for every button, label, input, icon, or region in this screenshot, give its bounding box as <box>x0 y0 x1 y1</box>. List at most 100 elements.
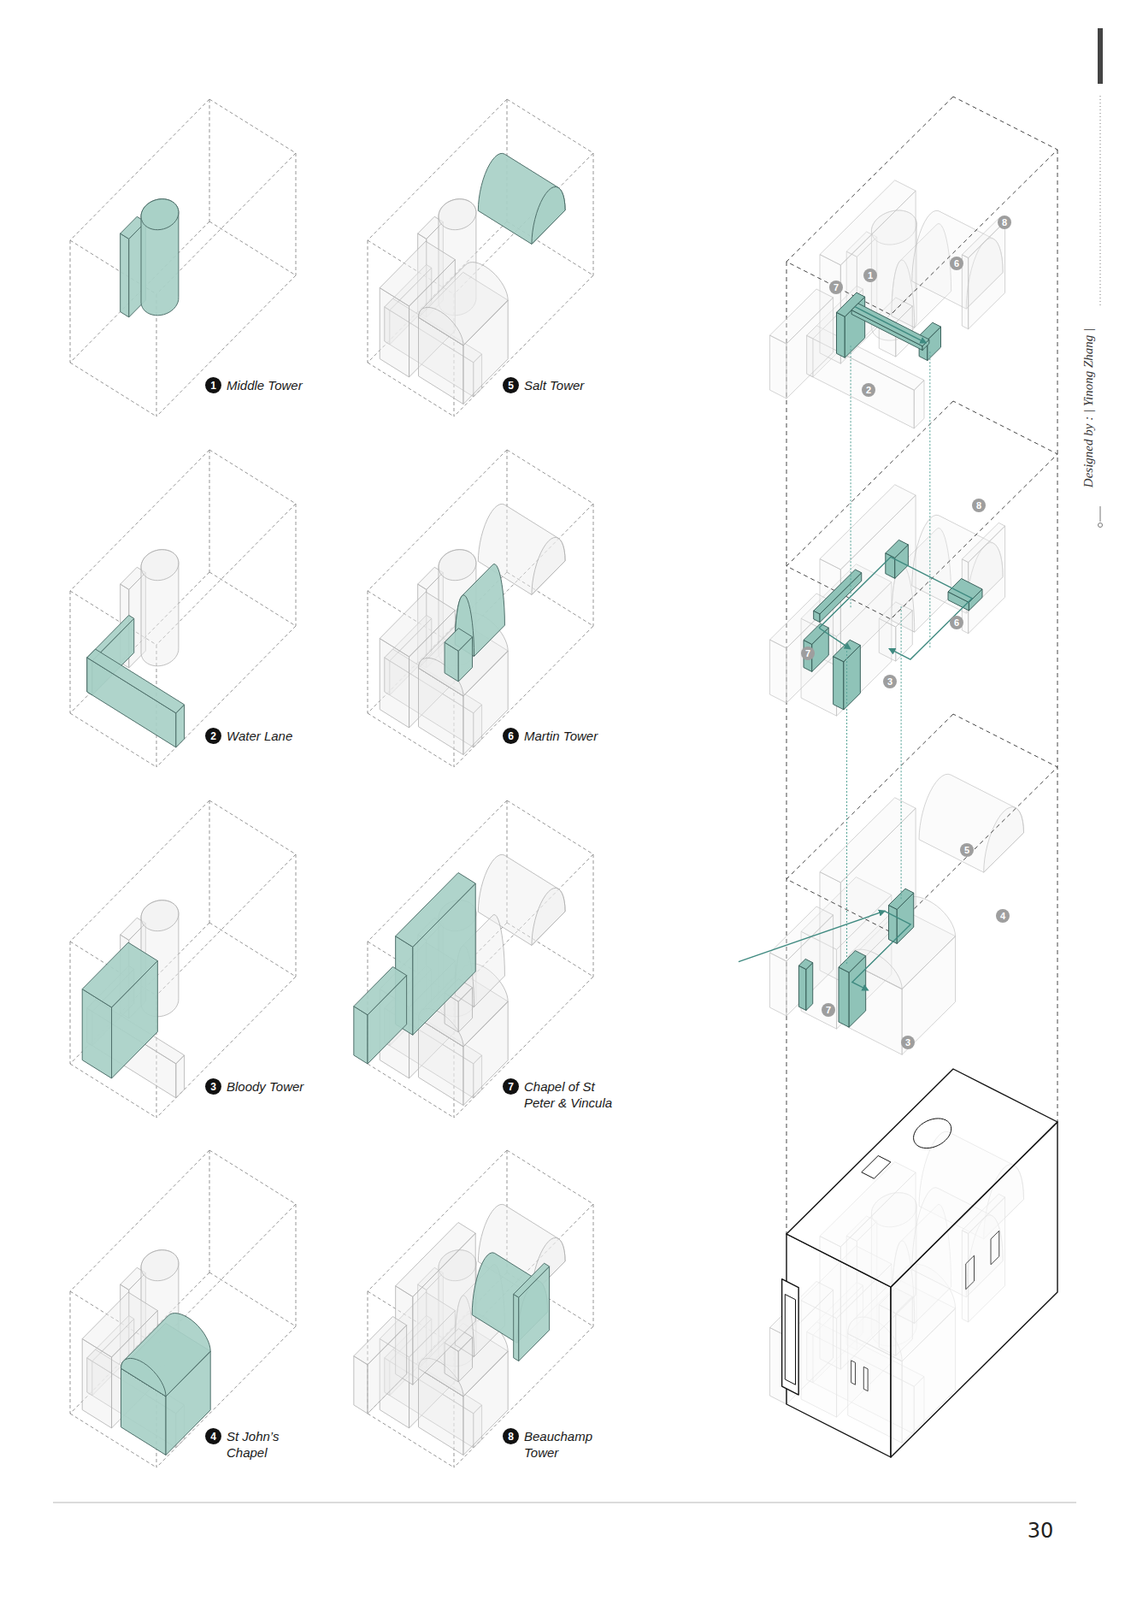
massing <box>983 807 1025 872</box>
isometric-panel <box>70 449 296 767</box>
part-name: St John’s Chapel <box>226 1427 300 1461</box>
floor-layer <box>738 713 1058 1055</box>
floor-layer <box>769 96 1058 429</box>
massing <box>838 966 849 1027</box>
massing <box>141 199 179 230</box>
circulation-route <box>818 627 850 648</box>
massing <box>87 648 185 713</box>
layer-plane <box>786 400 1058 619</box>
callout-number: 7 <box>821 1002 836 1017</box>
isometric-panel <box>367 99 594 417</box>
callout-number: 5 <box>502 377 519 394</box>
floor-layer <box>769 400 1058 716</box>
bounding-box <box>209 99 296 154</box>
part-name: Salt Tower <box>524 377 653 394</box>
callout-number: 7 <box>801 646 815 660</box>
bounding-box <box>209 449 296 504</box>
bounding-box <box>70 240 71 363</box>
margin-dot <box>1098 523 1103 528</box>
isometric-panel <box>70 99 296 417</box>
bounding-box <box>209 1272 296 1326</box>
part-name: Middle Tower <box>226 377 355 394</box>
massing <box>141 549 179 666</box>
vertical-link <box>846 650 848 964</box>
massing <box>418 262 509 346</box>
callout-number: 1 <box>205 377 222 394</box>
bounding-box <box>70 941 71 1064</box>
massing <box>531 887 566 945</box>
bounding-box <box>367 590 369 713</box>
caption-node: 8Beauchamp Tower <box>502 1427 606 1461</box>
bounding-box <box>593 153 595 276</box>
massing <box>444 628 472 652</box>
bounding-box <box>506 1149 594 1204</box>
bounding-box <box>295 854 297 977</box>
massing <box>819 180 916 266</box>
caption-node: 6Martin Tower <box>502 727 653 744</box>
caption-node: 5 Salt Tower <box>502 377 653 394</box>
callout-number: 6 <box>502 727 519 744</box>
massing <box>353 1006 368 1064</box>
massing <box>513 1293 519 1361</box>
massing <box>798 965 807 1010</box>
circulation-route <box>738 910 885 961</box>
bounding-box <box>367 240 369 363</box>
bounding-box <box>209 1149 211 1273</box>
massing <box>851 303 930 347</box>
bounding-box <box>367 449 507 591</box>
bounding-box <box>209 922 296 977</box>
building-envelope <box>769 1068 1058 1457</box>
massing <box>418 306 465 346</box>
bounding-box <box>506 800 594 855</box>
part-name: Bloody Tower <box>226 1077 355 1095</box>
caption-node: 4St John’s Chapel <box>205 1427 300 1461</box>
massing <box>353 1355 368 1414</box>
bounding-box <box>70 449 210 591</box>
massing <box>395 872 477 948</box>
callout-number: 7 <box>829 280 843 295</box>
callout-number: 1 <box>863 268 878 283</box>
callout-number: 8 <box>502 1427 519 1444</box>
massing <box>798 958 813 969</box>
callout-number: 4 <box>205 1427 222 1444</box>
massing <box>141 900 179 931</box>
margin-rule <box>1100 506 1102 522</box>
projection-line <box>1057 149 1059 1122</box>
massing <box>769 952 787 1016</box>
bounding-box <box>506 449 594 504</box>
massing <box>803 623 829 644</box>
massing <box>948 578 983 603</box>
bounding-box <box>593 503 595 626</box>
massing <box>769 288 833 344</box>
callout-number: 5 <box>960 842 974 857</box>
massing <box>782 1278 800 1395</box>
massing <box>121 1357 167 1397</box>
bounding-box <box>209 221 296 276</box>
massing <box>477 153 566 244</box>
circulation-route <box>852 910 911 990</box>
bounding-box <box>593 854 595 977</box>
bounding-box <box>209 800 296 855</box>
massing <box>141 199 179 316</box>
callout-number: 8 <box>997 215 1012 230</box>
vertical-link <box>850 345 852 609</box>
bounding-box <box>70 1290 71 1414</box>
layer-plane <box>786 713 1058 932</box>
massing <box>833 656 844 710</box>
massing <box>918 773 1024 872</box>
bounding-box <box>70 221 210 363</box>
bounding-box <box>209 571 296 626</box>
massing <box>851 1360 856 1385</box>
margin-rule <box>1100 95 1102 308</box>
callout-number: 3 <box>883 674 897 689</box>
massing <box>863 1366 868 1391</box>
massing <box>353 966 407 1015</box>
massing <box>82 942 158 1008</box>
massing <box>769 335 787 399</box>
massing <box>141 1249 179 1281</box>
isometric-panel <box>70 1149 296 1467</box>
massing <box>395 1222 477 1297</box>
